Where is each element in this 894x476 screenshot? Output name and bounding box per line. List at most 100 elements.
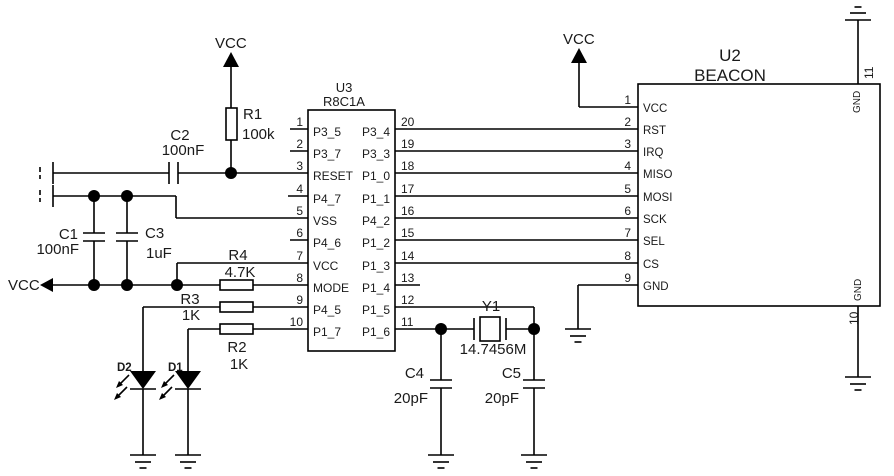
u2-pin-number: 10 (847, 311, 861, 325)
net-vss (53, 190, 308, 219)
u2-pin-name: GND (853, 279, 864, 301)
vcc-label-top-left: VCC (215, 35, 247, 52)
u3-pin-number: 1 (296, 115, 303, 129)
u3-pin-name: P1_3 (362, 259, 390, 273)
net-u2-gnd (564, 284, 638, 343)
u3-pin-number: 17 (401, 182, 415, 196)
u2-pin-name: MOSI (643, 192, 672, 204)
ground-icon (174, 454, 202, 469)
u2-pin-number: 4 (624, 159, 631, 173)
u2-pin-number: 3 (624, 137, 631, 151)
vcc-arrow-left-icon (40, 278, 53, 292)
c2-ref: C2 (170, 127, 189, 144)
u3-pin-name: VCC (313, 259, 339, 273)
u2-part: BEACON (694, 66, 766, 85)
c2-value: 100nF (162, 142, 205, 159)
resistor-r3: R3 1K (143, 291, 308, 324)
u2-pin-name: MISO (643, 169, 672, 181)
junction-dot (88, 279, 100, 291)
net-reset (53, 167, 308, 179)
u3-pin-number: 10 (290, 315, 304, 329)
u3-pin-number: 9 (296, 293, 303, 307)
vcc-label-u2: VCC (563, 31, 595, 48)
u2-pin-name: GND (852, 91, 863, 113)
u3-pin-name: P3_5 (313, 125, 341, 139)
u3-pin-name: VSS (313, 214, 337, 228)
u3-pin-name: P1_2 (362, 236, 390, 250)
u3-pin-number: 15 (401, 226, 415, 240)
r2-ref: R2 (227, 339, 246, 356)
u3-pin-name: P1_6 (362, 325, 390, 339)
u3-pin-number: 2 (296, 137, 303, 151)
y1-ref: Y1 (482, 298, 500, 315)
u3-pin-number: 4 (296, 182, 303, 196)
c1-ref: C1 (59, 226, 78, 243)
led-d2: D2 (114, 307, 157, 469)
net-vcc-rail: VCC (8, 262, 308, 294)
r4-value: 4.7K (225, 264, 256, 281)
ic-u3: U3 R8C1A 1 2 3 4 5 6 7 8 9 10 P3_5 P3_7 … (288, 80, 415, 352)
u2-pin-number: 8 (624, 249, 631, 263)
led-triangle-icon (130, 371, 156, 389)
crystal-y1: Y1 14.7456M (460, 298, 527, 358)
c3-ref: C3 (145, 225, 164, 242)
u3-pin-number: 18 (401, 159, 415, 173)
u3-pin-number: 6 (296, 226, 303, 240)
u3-pin-number: 8 (296, 271, 303, 285)
contact-pads-symbol (39, 162, 54, 207)
u3-pin-name: RESET (313, 169, 354, 183)
u3-pin-name: P1_4 (362, 281, 390, 295)
capacitor-c5: C5 20pF (485, 329, 548, 469)
r4-ref: R4 (228, 247, 247, 264)
resistor-r1: VCC R1 100k (215, 35, 275, 173)
d1-ref: D1 (168, 362, 183, 374)
vcc-arrow-icon (223, 52, 239, 67)
ground-icon (520, 454, 548, 469)
u2-pin-number: 7 (624, 226, 631, 240)
ground-icon (844, 376, 872, 391)
u2-pin-name: SCK (643, 214, 667, 226)
u3-pin-number: 7 (296, 249, 303, 263)
u3-pin-number: 3 (296, 159, 303, 173)
capacitor-c2: C2 100nF (162, 127, 205, 184)
u3-pin-name: P4_5 (313, 303, 341, 317)
u3-pin-name: P3_3 (362, 147, 390, 161)
r2-value: 1K (230, 356, 248, 373)
c3-value: 1uF (146, 245, 172, 262)
c4-value: 20pF (394, 390, 428, 407)
c4-ref: C4 (405, 365, 424, 382)
u3-pin-number: 20 (401, 115, 415, 129)
u2-pin-name: GND (643, 281, 669, 293)
u2-pin-name: VCC (643, 103, 667, 115)
bus-wires-u3-u2 (395, 128, 638, 286)
r3-value: 1K (182, 307, 200, 324)
u3-pin-name: P1_7 (313, 325, 341, 339)
u2-pin-number: 6 (624, 204, 631, 218)
u3-ref: U3 (336, 80, 353, 95)
c5-ref: C5 (502, 365, 521, 382)
u3-pin-name: P3_4 (362, 125, 390, 139)
u3-pin-number: 14 (401, 249, 415, 263)
r1-ref: R1 (243, 106, 262, 123)
u3-pin-name: P1_0 (362, 169, 390, 183)
u2-pin-number: 1 (624, 93, 631, 107)
ground-icon (844, 6, 872, 21)
resistor-r4: R4 4.7K (219, 247, 308, 291)
capacitor-c3: C3 1uF (116, 196, 172, 285)
c5-value: 20pF (485, 390, 519, 407)
c1-value: 100nF (36, 241, 79, 258)
u2-pin-name: CS (643, 259, 659, 271)
u3-pin-name: P1_1 (362, 192, 390, 206)
u3-pin-number: 5 (296, 204, 303, 218)
u3-pin-name: P1_5 (362, 303, 390, 317)
vcc-arrow-icon (571, 48, 587, 63)
u2-pin-number: 9 (624, 271, 631, 285)
u2-pin-number: 11 (862, 66, 876, 79)
u3-pin-name: P4_6 (313, 236, 341, 250)
crystal-y1-circuit: Y1 14.7456M C4 20pF C5 20pF (394, 298, 548, 469)
capacitor-c1: C1 100nF (36, 196, 105, 285)
u3-pin-name: P4_2 (362, 214, 390, 228)
capacitor-c4: C4 20pF (394, 329, 455, 469)
u2-pin10-gnd: 10 GND (844, 279, 872, 391)
